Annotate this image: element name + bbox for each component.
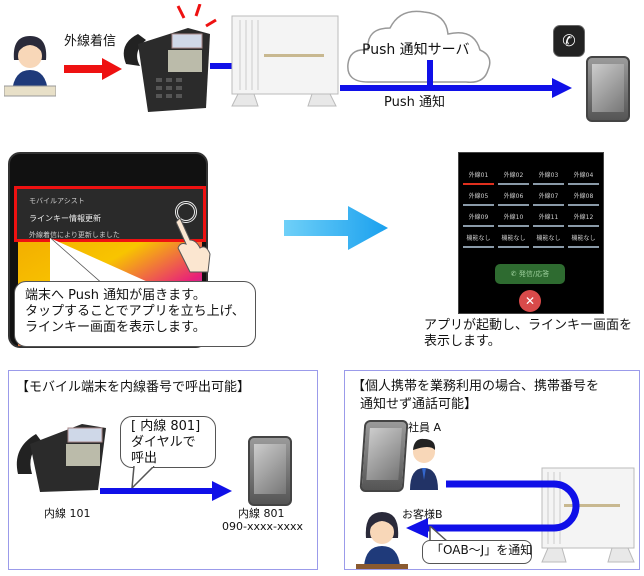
tapping-hand-icon [176,217,211,273]
close-icon: ✕ [524,294,536,308]
line-key[interactable]: 外線04 [568,170,599,185]
callout-line: ラインキー画面を表示します。 [25,320,206,335]
app-caption: アプリが起動し、ラインキー画面を 表示します。 [424,318,632,350]
line-key[interactable]: 外線05 [463,191,494,206]
call-answer-button[interactable]: ✆ 発信/応答 [495,264,565,284]
line-key[interactable]: 外線08 [568,191,599,206]
line-key-label: 機能なし [501,235,526,242]
smartphone-icon [586,56,630,122]
u-turn-arrow [406,480,580,538]
line-key[interactable]: 機能なし [533,233,564,248]
pbx-unit-icon [541,467,635,563]
line-key[interactable]: 機能なし [568,233,599,248]
line-key[interactable]: 外線03 [533,170,564,185]
callout-line: 端末へ Push 通知が届きます。 [25,288,206,303]
dial-bubble: [ 内線 801] ダイヤルで 呼出 [120,416,216,468]
smartphone-icon [248,436,292,506]
notification-highlight[interactable]: モバイルアシスト ラインキー情報更新 外線着信により更新しました [14,186,206,242]
push-notification-label: Push 通知 [384,95,445,110]
panel-left-title: 【モバイル端末を内線番号で呼出可能】 [16,380,251,395]
line-key-label: 外線12 [573,214,594,221]
callout-pointer [49,238,148,283]
incoming-call-label: 外線着信 [64,34,117,49]
extension-101-label: 内線 101 [44,507,91,520]
customer-b-label: お客様B [402,508,443,521]
line-key-label: 機能なし [571,235,596,242]
line-key[interactable]: 外線12 [568,212,599,227]
line-key[interactable]: 外線01 [463,170,494,185]
notification-body: 外線着信により更新しました [29,231,120,239]
line-key-label: 外線02 [503,172,524,179]
bubble-line: ダイヤルで [131,435,196,450]
panel-right-title-2: 通知せず通話可能】 [360,397,478,412]
line-key-label: 外線04 [573,172,594,179]
panel-right-title-1: 【個人携帯を業務利用の場合、携帯番号を [352,379,600,394]
cloud-server-icon [347,10,491,83]
employee-a-label: 社員 A [408,421,442,434]
notification-title: ラインキー情報更新 [29,214,101,223]
line-key-label: 機能なし [536,235,561,242]
oabj-bubble: 「OAB～J」を通知 [422,540,532,564]
tap-target-icon [175,201,197,223]
tablet-callout: 端末へ Push 通知が届きます。 タップすることでアプリを立ち上げ、 ラインキ… [14,281,256,347]
call-answer-label: 発信/応答 [518,270,550,278]
extension-801-label: 内線 801 [238,507,285,520]
app-icon: ✆ [553,25,585,57]
caption-line: アプリが起動し、ラインキー画面を [424,318,633,333]
big-blue-arrow [284,206,388,250]
line-key[interactable]: 外線06 [498,191,529,206]
line-key-label: 外線10 [503,214,524,221]
desk-phone-icon [16,424,106,492]
employee-man-icon [410,438,438,490]
line-key-label: 外線06 [503,193,524,200]
oabj-notice: 「OAB～J」を通知 [431,543,533,557]
bubble-pointer [429,526,449,543]
desk-phone-icon [123,4,217,112]
operator-woman-icon [4,36,56,97]
line-key-label: 外線08 [573,193,594,200]
notification-app-name: モバイルアシスト [29,197,85,205]
phone-icon: ✆ [510,270,519,278]
app-screen [458,152,604,314]
customer-woman-icon [356,512,408,569]
line-key-label: 外線11 [538,214,559,221]
bubble-line: [ 内線 801] [131,419,201,434]
line-key[interactable]: 外線10 [498,212,529,227]
line-key-label: 外線03 [538,172,559,179]
close-button[interactable]: ✕ [519,290,541,312]
line-key[interactable]: 機能なし [498,233,529,248]
line-key-label: 外線05 [468,193,489,200]
smartphone-icon [359,420,409,492]
bubble-line: 呼出 [131,451,158,466]
line-key-label: 外線01 [468,172,489,179]
line-key-label: 機能なし [466,235,491,242]
line-key-label: 外線09 [468,214,489,221]
line-key[interactable]: 機能なし [463,233,494,248]
line-key[interactable]: 外線11 [533,212,564,227]
line-key-label: 外線07 [538,193,559,200]
pbx-unit-icon [231,15,339,107]
line-key[interactable]: 外線02 [498,170,529,185]
red-arrow [64,58,122,80]
callout-line: タップすることでアプリを立ち上げ、 [25,304,245,319]
blue-arrow-to-mobile [100,481,232,501]
push-arrow [340,60,572,98]
line-key[interactable]: 外線07 [533,191,564,206]
caption-line: 表示します。 [424,334,501,349]
mobile-number: 090-xxxx-xxxx [222,520,304,533]
line-key[interactable]: 外線09 [463,212,494,227]
push-server-label: Push 通知サーバ [362,42,470,58]
line-key-grid: 外線01 外線02 外線03 外線04 外線05 外線06 外線07 外線08 … [463,170,599,248]
